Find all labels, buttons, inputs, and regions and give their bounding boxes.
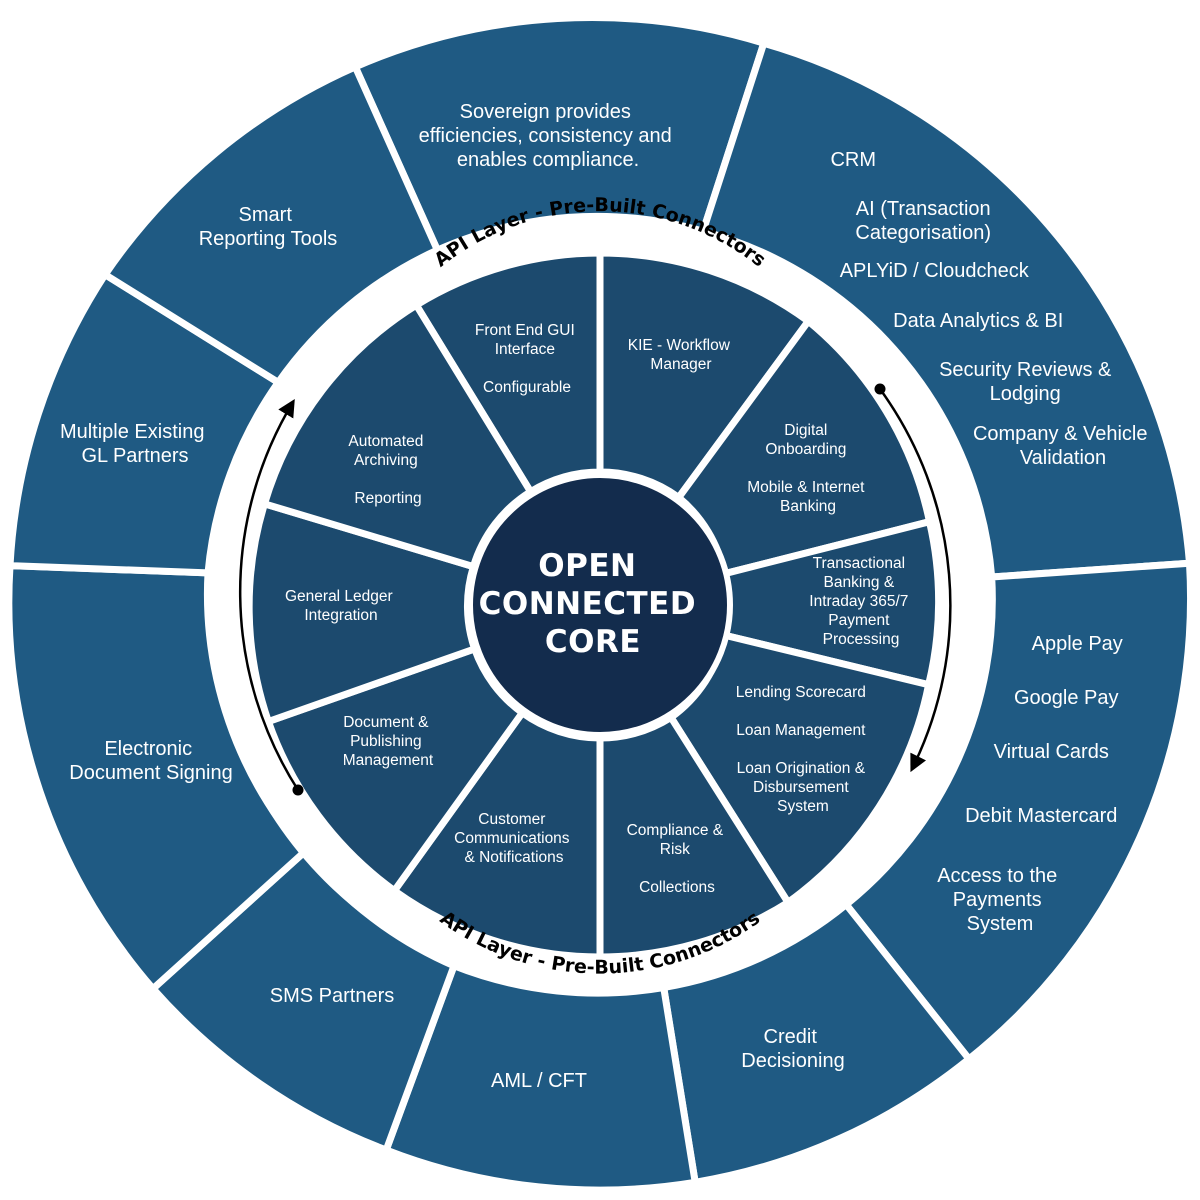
text-line: Publishing <box>350 733 422 750</box>
outer-segment-smart-reporting <box>100 62 443 388</box>
outer-segment-payments-group <box>841 559 1195 1064</box>
text-line: Manager <box>650 356 711 373</box>
inner-label-compliance: Compliance & Risk Collections <box>627 822 728 896</box>
inner-label-front-end-gui: Front End GUI Interface Configurable <box>475 322 579 396</box>
text-line: General Ledger <box>285 588 393 605</box>
text-line: Transactional <box>813 555 905 572</box>
outer-label-crm-group: CRM AI (Transaction Categorisation) APLY… <box>830 149 1153 469</box>
inner-labels: Front End GUI Interface Configurable KIE… <box>285 322 912 896</box>
text-line: efficiencies, consistency and <box>419 125 672 147</box>
text-line: Apple Pay <box>1032 633 1123 655</box>
text-line: AML / CFT <box>491 1070 587 1092</box>
inner-label-digital-onboarding: Digital Onboarding Mobile & Internet Ban… <box>747 422 869 515</box>
outer-label-smart-reporting: Smart Reporting Tools <box>199 204 338 250</box>
text-line: Interface <box>495 341 555 358</box>
core-label-line: CONNECTED <box>479 586 696 622</box>
text-line: Banking & <box>824 574 895 591</box>
text-line: Lending Scorecard <box>736 684 866 701</box>
text-line: System <box>777 798 829 815</box>
text-line: Intraday 365/7 <box>809 593 908 610</box>
text-line: Reporting Tools <box>199 228 338 250</box>
text-line: Multiple Existing <box>60 421 205 443</box>
text-line: Collections <box>639 879 715 896</box>
text-line: Electronic <box>104 738 192 760</box>
text-line: Payments <box>953 889 1042 911</box>
text-line: Debit Mastercard <box>965 805 1117 827</box>
core-label-line: OPEN <box>538 548 636 584</box>
text-line: Smart <box>239 204 293 226</box>
text-line: Categorisation) <box>855 222 991 244</box>
text-line: Reporting <box>354 490 421 507</box>
text-line: Data Analytics & BI <box>893 310 1063 332</box>
text-line: Company & Vehicle <box>973 423 1148 445</box>
text-line: System <box>967 913 1034 935</box>
flow-arrow-left <box>238 399 300 791</box>
text-line: APLYiD / Cloudcheck <box>840 260 1030 282</box>
text-line: CRM <box>830 149 876 171</box>
text-line: Document Signing <box>69 762 232 784</box>
text-line: Sovereign provides <box>460 101 631 123</box>
inner-label-general-ledger: General Ledger Integration <box>285 588 397 624</box>
text-line: Automated <box>348 433 423 450</box>
text-line: GL Partners <box>81 445 188 467</box>
text-line: Management <box>343 752 434 769</box>
flow-arrow-left-start-dot <box>292 784 304 796</box>
text-line: Integration <box>304 607 377 624</box>
outer-label-aml-cft: AML / CFT <box>491 1070 587 1092</box>
text-line: Security Reviews & <box>939 359 1112 381</box>
inner-label-customer-comms: Customer Communications & Notifications <box>454 811 574 866</box>
text-line: Document & <box>343 714 429 731</box>
outer-label-sms-partners: SMS Partners <box>270 985 394 1007</box>
text-line: Communications <box>454 830 570 847</box>
outer-label-credit-decisioning: Credit Decisioning <box>741 1026 844 1072</box>
text-line: Google Pay <box>1014 687 1119 709</box>
text-line: Compliance & <box>627 822 724 839</box>
flow-arrow-right-start-dot <box>874 383 886 395</box>
flow-arrow-right <box>878 388 952 773</box>
text-line: Mobile & Internet <box>747 479 865 496</box>
inner-label-lending: Lending Scorecard Loan Management Loan O… <box>736 684 870 815</box>
outer-label-payments-group: Apple Pay Google Pay Virtual Cards Debit… <box>937 633 1128 935</box>
text-line: Lodging <box>990 383 1061 405</box>
outer-label-sovereign: Sovereign provides efficiencies, consist… <box>419 101 678 171</box>
inner-label-kie-workflow: KIE - Workflow Manager <box>628 337 735 373</box>
core-label: OPEN CONNECTED CORE <box>479 548 708 660</box>
text-line: KIE - Workflow <box>628 337 731 354</box>
text-line: AI (Transaction <box>856 198 991 220</box>
text-line: Validation <box>1020 447 1106 469</box>
inner-segment-kie-workflow <box>596 249 814 503</box>
text-line: SMS Partners <box>270 985 394 1007</box>
flow-arrows <box>238 383 952 796</box>
text-line: Risk <box>660 841 690 858</box>
outer-labels: Sovereign provides efficiencies, consist… <box>60 101 1153 1092</box>
outer-ring <box>5 14 1195 1194</box>
text-line: Configurable <box>483 379 571 396</box>
text-line: Onboarding <box>765 441 846 458</box>
text-line: Disbursement <box>753 779 849 796</box>
text-line: Loan Management <box>736 722 866 739</box>
outer-label-gl-partners: Multiple Existing GL Partners <box>60 421 210 467</box>
text-line: Access to the <box>937 865 1057 887</box>
inner-label-transactional-banking: Transactional Banking & Intraday 365/7 P… <box>809 555 912 648</box>
text-line: Loan Origination & <box>737 760 866 777</box>
text-line: Banking <box>780 498 836 515</box>
inner-label-archiving: Automated Archiving Reporting <box>348 433 427 507</box>
text-line: Payment <box>828 612 890 629</box>
text-line: Digital <box>784 422 827 439</box>
text-line: Archiving <box>354 452 418 469</box>
text-line: Front End GUI <box>475 322 575 339</box>
text-line: Credit <box>764 1026 818 1048</box>
text-line: & Notifications <box>464 849 563 866</box>
text-line: enables compliance. <box>457 149 639 171</box>
text-line: Customer <box>478 811 545 828</box>
outer-label-electronic-signing: Electronic Document Signing <box>69 738 232 784</box>
text-line: Virtual Cards <box>994 741 1109 763</box>
text-line: Processing <box>823 631 900 648</box>
core-circle <box>467 472 733 738</box>
core-label-line: CORE <box>545 624 641 660</box>
inner-label-document-publishing: Document & Publishing Management <box>343 714 434 769</box>
text-line: Decisioning <box>741 1050 844 1072</box>
